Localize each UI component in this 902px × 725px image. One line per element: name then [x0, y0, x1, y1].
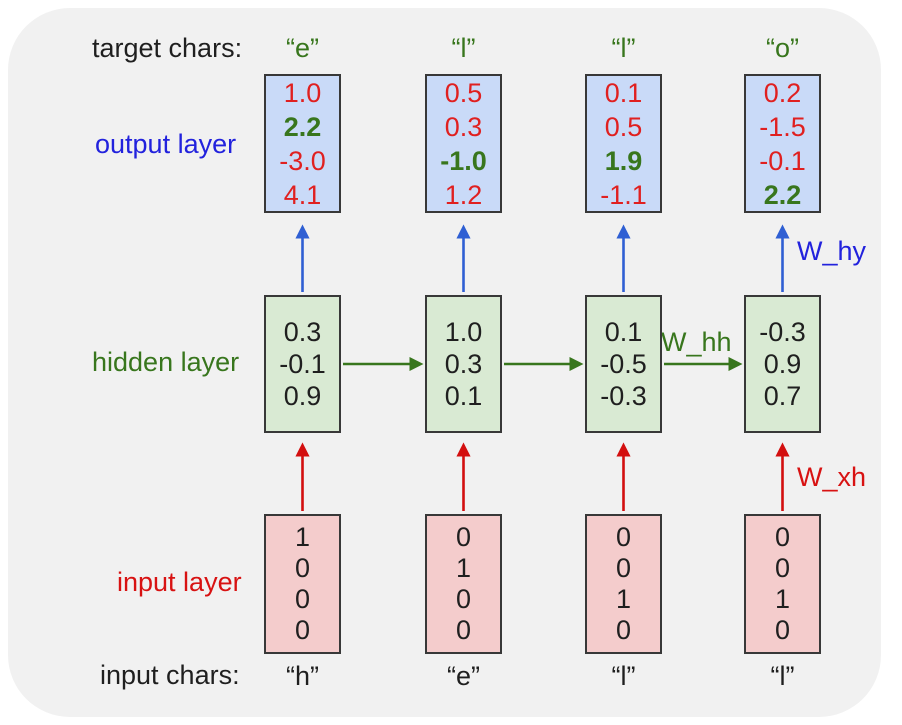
vector-value: 1.9: [604, 145, 643, 176]
target-char-value: “o”: [766, 33, 799, 63]
vector-value: 2.2: [763, 179, 802, 210]
vector-value: 0: [615, 615, 632, 645]
vector-value: 0.3: [444, 111, 483, 142]
w-xh-weight-label: W_xh: [797, 462, 867, 492]
vector-value: 0.9: [283, 381, 322, 411]
vector-value: 1.0: [283, 77, 322, 108]
vector-value: -3.0: [279, 145, 326, 176]
target-chars-label: target chars:: [92, 33, 243, 63]
vector-value: -0.3: [759, 317, 806, 347]
vector-value: 0: [774, 553, 791, 583]
vector-value: -1.0: [440, 145, 487, 176]
vector-value: -0.1: [759, 145, 806, 176]
vector-value: 0.1: [604, 77, 643, 108]
target-char-value: “l”: [451, 33, 476, 63]
vector-value: 0.3: [283, 317, 322, 347]
vector-value: 1: [615, 584, 632, 614]
vector-value: -0.3: [600, 381, 647, 411]
vector-value: 0: [455, 522, 472, 552]
vector-value: 0.2: [763, 77, 802, 108]
vector-value: 0: [774, 522, 791, 552]
vector-value: 0: [774, 615, 791, 645]
vector-value: 1: [455, 553, 472, 583]
vector-value: -0.5: [600, 349, 647, 379]
vector-value: 0: [455, 584, 472, 614]
hidden-layer-label: hidden layer: [92, 347, 240, 377]
vector-value: 1: [774, 584, 791, 614]
w-hh-weight-label: W_hh: [661, 327, 732, 357]
input-char-value: “e”: [447, 661, 480, 691]
vector-value: 0.1: [604, 317, 643, 347]
input-char-value: “h”: [286, 661, 319, 691]
vector-value: -1.1: [600, 179, 647, 210]
input-char-value: “l”: [770, 661, 795, 691]
vector-value: 0: [294, 584, 311, 614]
vector-value: 4.1: [283, 179, 322, 210]
target-char-value: “e”: [286, 33, 319, 63]
input-layer-label: input layer: [117, 567, 242, 597]
vector-value: 1: [294, 522, 311, 552]
vector-value: 0: [615, 553, 632, 583]
vector-value: 0.5: [444, 77, 483, 108]
hidden-vector: 0.1-0.5-0.3: [585, 295, 662, 433]
vector-value: 0: [615, 522, 632, 552]
input-chars-label: input chars:: [100, 660, 240, 690]
vector-value: -1.5: [759, 111, 806, 142]
vector-value: 0: [455, 615, 472, 645]
vector-value: 0: [294, 615, 311, 645]
vector-value: -0.1: [279, 349, 326, 379]
vector-value: 0.7: [763, 381, 802, 411]
vector-value: 0.3: [444, 349, 483, 379]
output-layer-label: output layer: [95, 129, 237, 159]
vector-value: 2.2: [283, 111, 322, 142]
vector-value: 0.5: [604, 111, 643, 142]
vector-value: 0: [294, 553, 311, 583]
vector-value: 1.2: [444, 179, 483, 210]
w-hy-weight-label: W_hy: [797, 236, 867, 266]
vector-value: 0.9: [763, 349, 802, 379]
target-char-value: “l”: [611, 33, 636, 63]
vector-value: 0.1: [444, 381, 483, 411]
vector-value: 1.0: [444, 317, 483, 347]
input-char-value: “l”: [611, 661, 636, 691]
